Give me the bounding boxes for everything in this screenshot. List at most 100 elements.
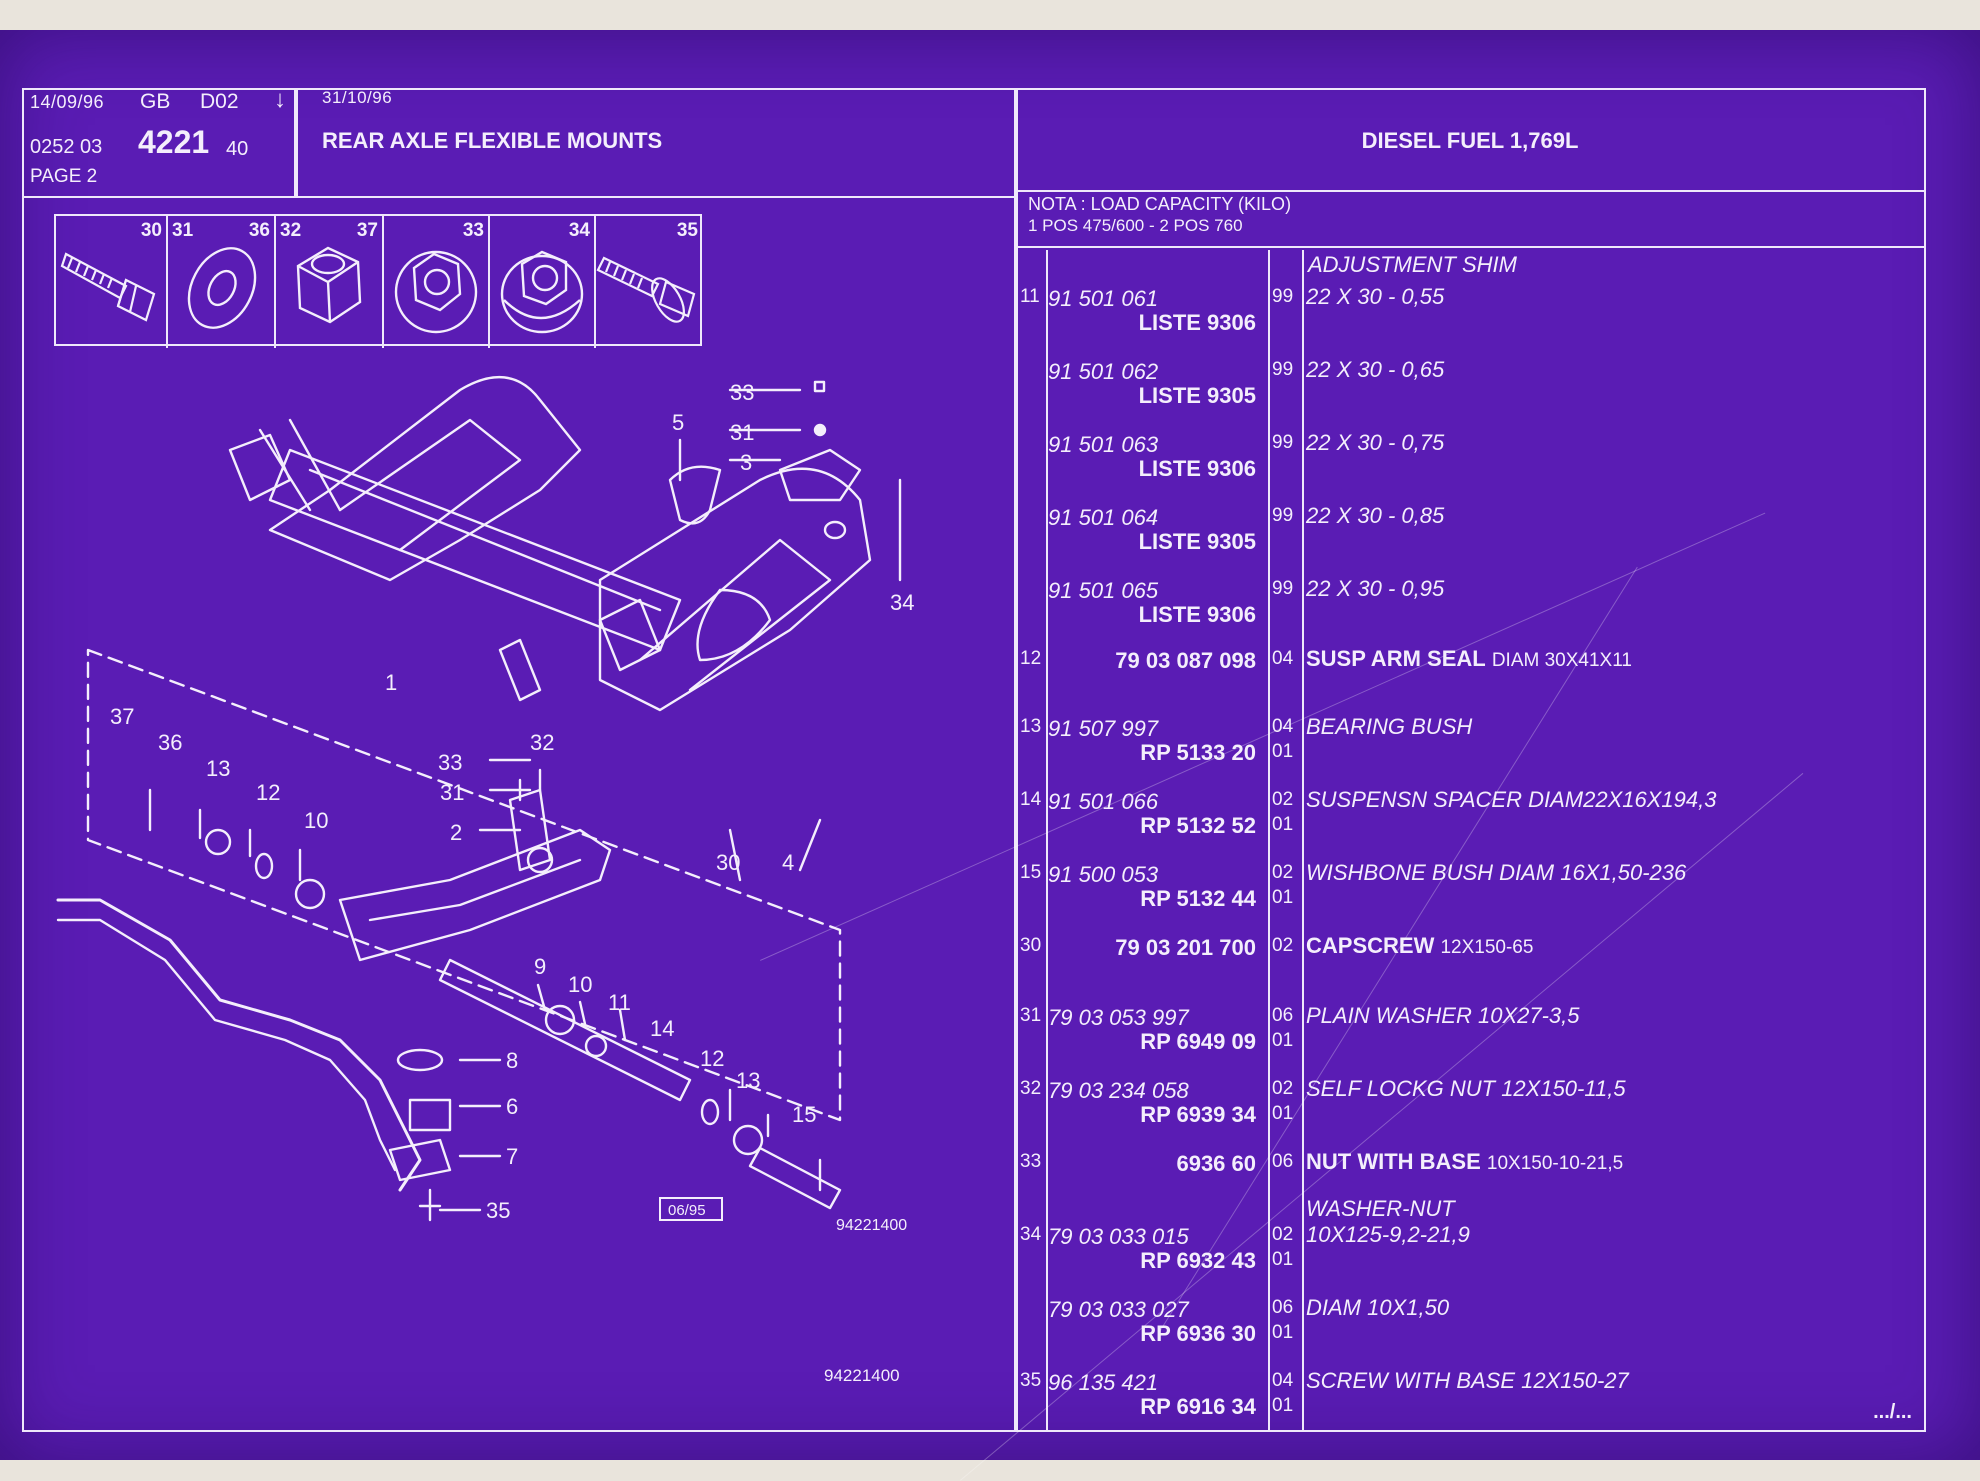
row-qty-secondary: 01 bbox=[1272, 1322, 1294, 1343]
header-doc-code: D02 bbox=[200, 90, 239, 113]
row-desc-italic: SCREW WITH BASE 12X150-27 bbox=[1306, 1368, 1629, 1393]
row-desc-small: 12X150-65 bbox=[1440, 937, 1534, 958]
row-qty-secondary: 01 bbox=[1272, 1249, 1294, 1270]
row-description: 22 X 30 - 0,75 bbox=[1306, 430, 1444, 456]
row-pos: 35 bbox=[1020, 1370, 1042, 1391]
callout-34: 34 bbox=[890, 590, 914, 615]
row-qty-secondary: 01 bbox=[1272, 1103, 1294, 1124]
row-ref-primary: 91 501 063 bbox=[1048, 432, 1159, 457]
row-pos: 12 bbox=[1020, 648, 1042, 669]
callout-32: 32 bbox=[530, 730, 554, 755]
row-qty: 99 bbox=[1272, 286, 1294, 307]
row-pos: 31 bbox=[1020, 1005, 1042, 1026]
washer-nut-icon bbox=[500, 250, 584, 334]
row-description: 22 X 30 - 0,95 bbox=[1306, 576, 1444, 602]
cross-tube bbox=[268, 448, 682, 652]
continued-marker: .../... bbox=[1873, 1401, 1912, 1423]
callout-15: 15 bbox=[792, 1102, 816, 1127]
row-description: SELF LOCKG NUT 12X150-11,5 bbox=[1306, 1076, 1626, 1102]
callout-10a: 10 bbox=[304, 808, 328, 833]
row-ref-primary: 79 03 033 027 bbox=[1048, 1297, 1189, 1322]
callout-9: 9 bbox=[534, 954, 546, 979]
callout-33a: 33 bbox=[730, 380, 754, 405]
row-qty-secondary: 01 bbox=[1272, 1030, 1294, 1051]
row-qty: 02 bbox=[1272, 935, 1294, 956]
fastener-label-36: 36 bbox=[248, 220, 270, 241]
hex-nut-icon bbox=[296, 246, 362, 324]
row-ref-secondary: RP 5133 20 bbox=[1140, 740, 1256, 765]
row-qty: 02 bbox=[1272, 1224, 1294, 1245]
callout-33b: 33 bbox=[438, 750, 462, 775]
row-desc-italic: BEARING BUSH bbox=[1306, 714, 1473, 739]
row-ref-secondary: RP 6949 09 bbox=[1140, 1029, 1256, 1054]
row-ref-secondary: RP 6916 34 bbox=[1140, 1394, 1256, 1419]
callout-6: 6 bbox=[506, 1094, 518, 1119]
callout-11: 11 bbox=[608, 990, 631, 1015]
row-desc-italic: 22 X 30 - 0,95 bbox=[1306, 576, 1445, 601]
fastener-strip: 30 31 36 32 37 bbox=[54, 214, 704, 348]
figure-code-bottom: 94221400 bbox=[824, 1366, 900, 1385]
page-title: REAR AXLE FLEXIBLE MOUNTS bbox=[322, 128, 663, 153]
row-pos: 15 bbox=[1020, 862, 1042, 883]
row-ref-primary: 79 03 234 058 bbox=[1048, 1078, 1189, 1103]
header-ref-prefix: 0252 03 bbox=[30, 136, 103, 158]
row-ref-primary: 91 501 061 bbox=[1048, 286, 1159, 311]
row-qty: 99 bbox=[1272, 578, 1294, 599]
washer-icon bbox=[187, 247, 257, 329]
fastener-cell-washer-nut: 34 bbox=[490, 216, 596, 348]
row-ref-secondary: LISTE 9306 bbox=[1138, 310, 1256, 335]
callout-5: 5 bbox=[672, 410, 684, 435]
row-description: WISHBONE BUSH DIAM 16X1,50-236 bbox=[1306, 860, 1686, 886]
row-qty: 06 bbox=[1272, 1297, 1294, 1318]
row-description: PLAIN WASHER 10X27-3,5 bbox=[1306, 1003, 1580, 1029]
callout-37: 37 bbox=[110, 704, 134, 729]
row-desc-bold: NUT WITH BASE bbox=[1306, 1149, 1481, 1174]
row-qty: 04 bbox=[1272, 1370, 1294, 1391]
row-description: SUSP ARM SEAL DIAM 30X41X11 bbox=[1306, 646, 1632, 672]
row-pos: 13 bbox=[1020, 716, 1042, 737]
callout-31a: 31 bbox=[730, 420, 754, 445]
row-desc-italic: 22 X 30 - 0,75 bbox=[1306, 430, 1445, 455]
callout-13b: 13 bbox=[736, 1068, 760, 1093]
fastener-label-31: 31 bbox=[172, 220, 194, 241]
fastener-label-34: 34 bbox=[568, 220, 590, 241]
row-desc-small: DIAM 30X41X11 bbox=[1491, 650, 1632, 671]
callout-7: 7 bbox=[506, 1144, 518, 1169]
row-ref-primary: 91 501 065 bbox=[1048, 578, 1159, 603]
row-pos: 11 bbox=[1020, 286, 1040, 307]
row-ref: 79 03 087 098 bbox=[1115, 648, 1256, 673]
callout-2: 2 bbox=[450, 820, 462, 845]
row-desc-italic: 10X125-9,2-21,9 bbox=[1306, 1222, 1470, 1247]
qty-column-rule-right bbox=[1302, 250, 1304, 1432]
row-qty: 02 bbox=[1272, 862, 1294, 883]
row-ref-primary: 91 507 997 bbox=[1048, 716, 1159, 741]
row-desc-italic: 22 X 30 - 0,55 bbox=[1306, 284, 1445, 309]
row-qty-secondary: 01 bbox=[1272, 741, 1294, 762]
header-date1: 14/09/96 bbox=[30, 92, 105, 112]
fastener-cell-flange-screw: 35 bbox=[596, 216, 704, 348]
row-ref-primary: 79 03 033 015 bbox=[1048, 1224, 1189, 1249]
dashed-assembly-box bbox=[86, 648, 842, 1122]
row-ref-secondary: RP 6939 34 bbox=[1140, 1102, 1256, 1127]
row-description: 10X125-9,2-21,9 bbox=[1306, 1222, 1470, 1248]
date-box bbox=[659, 1197, 723, 1221]
row-description: 22 X 30 - 0,55 bbox=[1306, 284, 1444, 310]
row-description: BEARING BUSH bbox=[1306, 714, 1472, 740]
fastener-label-35: 35 bbox=[676, 220, 698, 241]
row-pos: 14 bbox=[1020, 789, 1042, 810]
header-ref-main: 4221 bbox=[138, 124, 210, 160]
right-arm-shape bbox=[598, 467, 872, 712]
callout-12a: 12 bbox=[256, 780, 280, 805]
row-description: SUSPENSN SPACER DIAM22X16X194,3 bbox=[1306, 787, 1716, 813]
row-qty: 99 bbox=[1272, 432, 1294, 453]
row-ref-primary: 79 03 053 997 bbox=[1048, 1005, 1189, 1030]
